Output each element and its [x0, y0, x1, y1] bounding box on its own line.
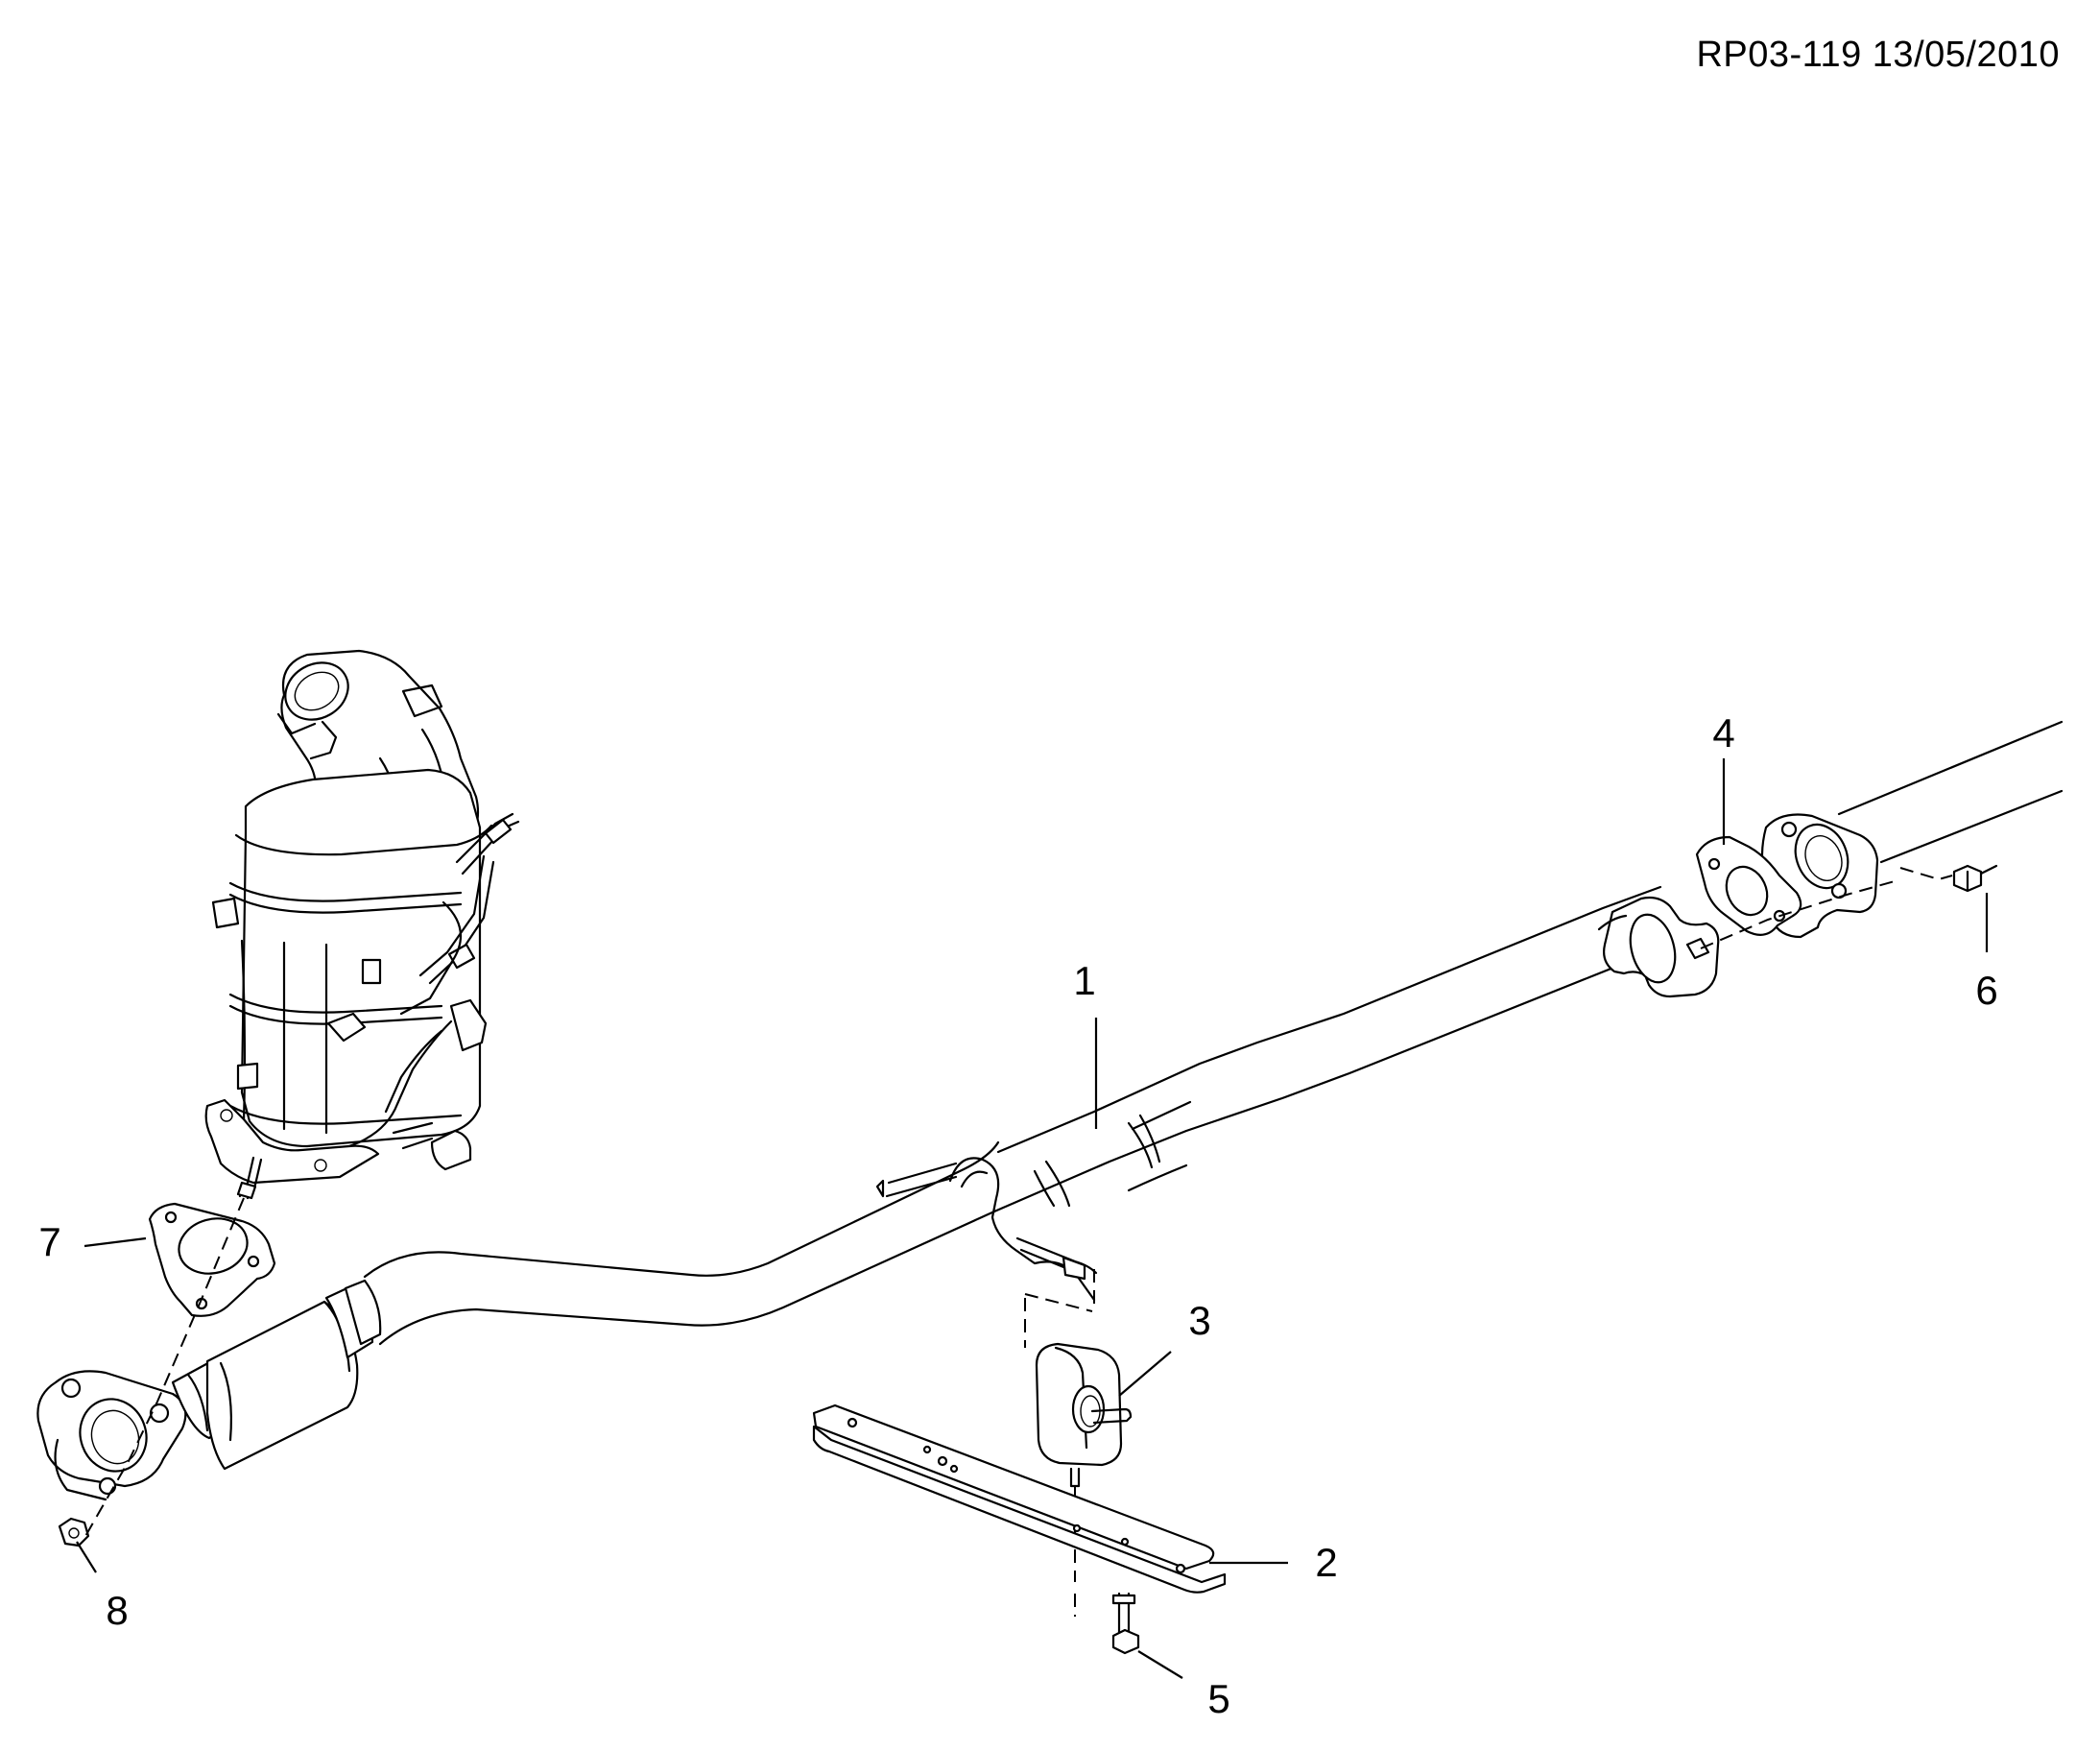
part-nut-lower-left [58, 1517, 90, 1547]
part-front-pipe-assembly [36, 1140, 1000, 1501]
part-bolt-bracket [1111, 1592, 1140, 1655]
part-intermediate-pipe [875, 885, 1720, 1302]
callout-5: 5 [1137, 1650, 1230, 1721]
svg-text:3: 3 [1188, 1298, 1210, 1343]
alignment-line-front-bolt [84, 1197, 245, 1539]
part-gasket-rear [1695, 835, 1802, 936]
diagram-reference-code: RP03-119 13/05/2010 [1696, 35, 2060, 75]
callout-2: 2 [1209, 1540, 1338, 1585]
svg-text:2: 2 [1315, 1540, 1337, 1585]
svg-text:4: 4 [1712, 710, 1734, 756]
svg-text:5: 5 [1207, 1676, 1229, 1721]
alignment-line-nut-rear [1899, 867, 1953, 881]
part-rear-pipe-fragment [1760, 720, 2064, 939]
callout-8: 8 [76, 1541, 129, 1633]
callout-4: 4 [1712, 710, 1735, 845]
svg-text:7: 7 [38, 1219, 60, 1264]
part-mounting-bracket [812, 1403, 1227, 1594]
callout-7: 7 [38, 1219, 147, 1264]
svg-text:8: 8 [106, 1588, 128, 1633]
part-rubber-insulator [1035, 1342, 1133, 1488]
callout-3: 3 [1118, 1298, 1211, 1397]
svg-text:6: 6 [1975, 968, 1997, 1013]
svg-text:1: 1 [1073, 958, 1095, 1003]
part-gasket-front [148, 1202, 276, 1317]
callout-6: 6 [1975, 893, 1998, 1013]
alignment-line-rear-bolt [1700, 880, 1896, 949]
alignment-line-hanger-top [1024, 1293, 1093, 1312]
part-nut-rear [1952, 864, 1998, 893]
part-catalytic-converter-dpf [204, 649, 520, 1200]
callout-1: 1 [1073, 958, 1098, 1129]
